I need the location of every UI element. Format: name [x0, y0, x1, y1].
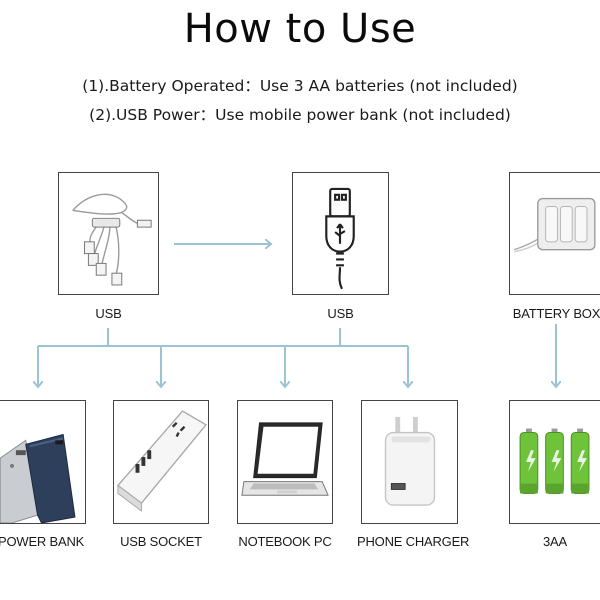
usb-splitter-box: [58, 172, 159, 295]
label-usb-socket: USB SOCKET: [120, 534, 202, 549]
phone-charger-box: [361, 400, 458, 524]
notebook-pc-icon: [241, 422, 329, 496]
battery-box-icon: [513, 197, 596, 253]
usb-plug-box: [292, 172, 389, 295]
usb-socket-box: [113, 400, 209, 524]
instruction-usb: (2).USB Power：Use mobile power bank (not…: [89, 106, 511, 124]
label-usb-plug: USB: [327, 306, 354, 321]
phone-charger-icon: [384, 416, 436, 506]
usb-cable-splitter-icon: [72, 193, 152, 286]
usb-socket-icon: [116, 410, 208, 512]
label-notebook-pc: NOTEBOOK PC: [238, 534, 332, 549]
notebook-pc-box: [237, 400, 333, 524]
power-bank-box: [0, 400, 86, 524]
aa-batteries-box: [509, 400, 600, 524]
label-usb-splitter: USB: [95, 306, 122, 321]
page-title: How to Use: [183, 6, 417, 52]
usb-plug-icon: [325, 187, 355, 290]
battery-box-box: [509, 172, 600, 295]
label-phone-charger: PHONE CHARGER: [357, 534, 470, 549]
label-power-bank: POWER BANK: [0, 534, 85, 549]
power-bank-icon: [0, 433, 76, 523]
instruction-battery: (1).Battery Operated：Use 3 AA batteries …: [82, 77, 518, 95]
label-battery-box: BATTERY BOX: [512, 306, 600, 321]
aa-batteries-icon: [519, 428, 590, 494]
label-3aa: 3AA: [543, 534, 567, 549]
